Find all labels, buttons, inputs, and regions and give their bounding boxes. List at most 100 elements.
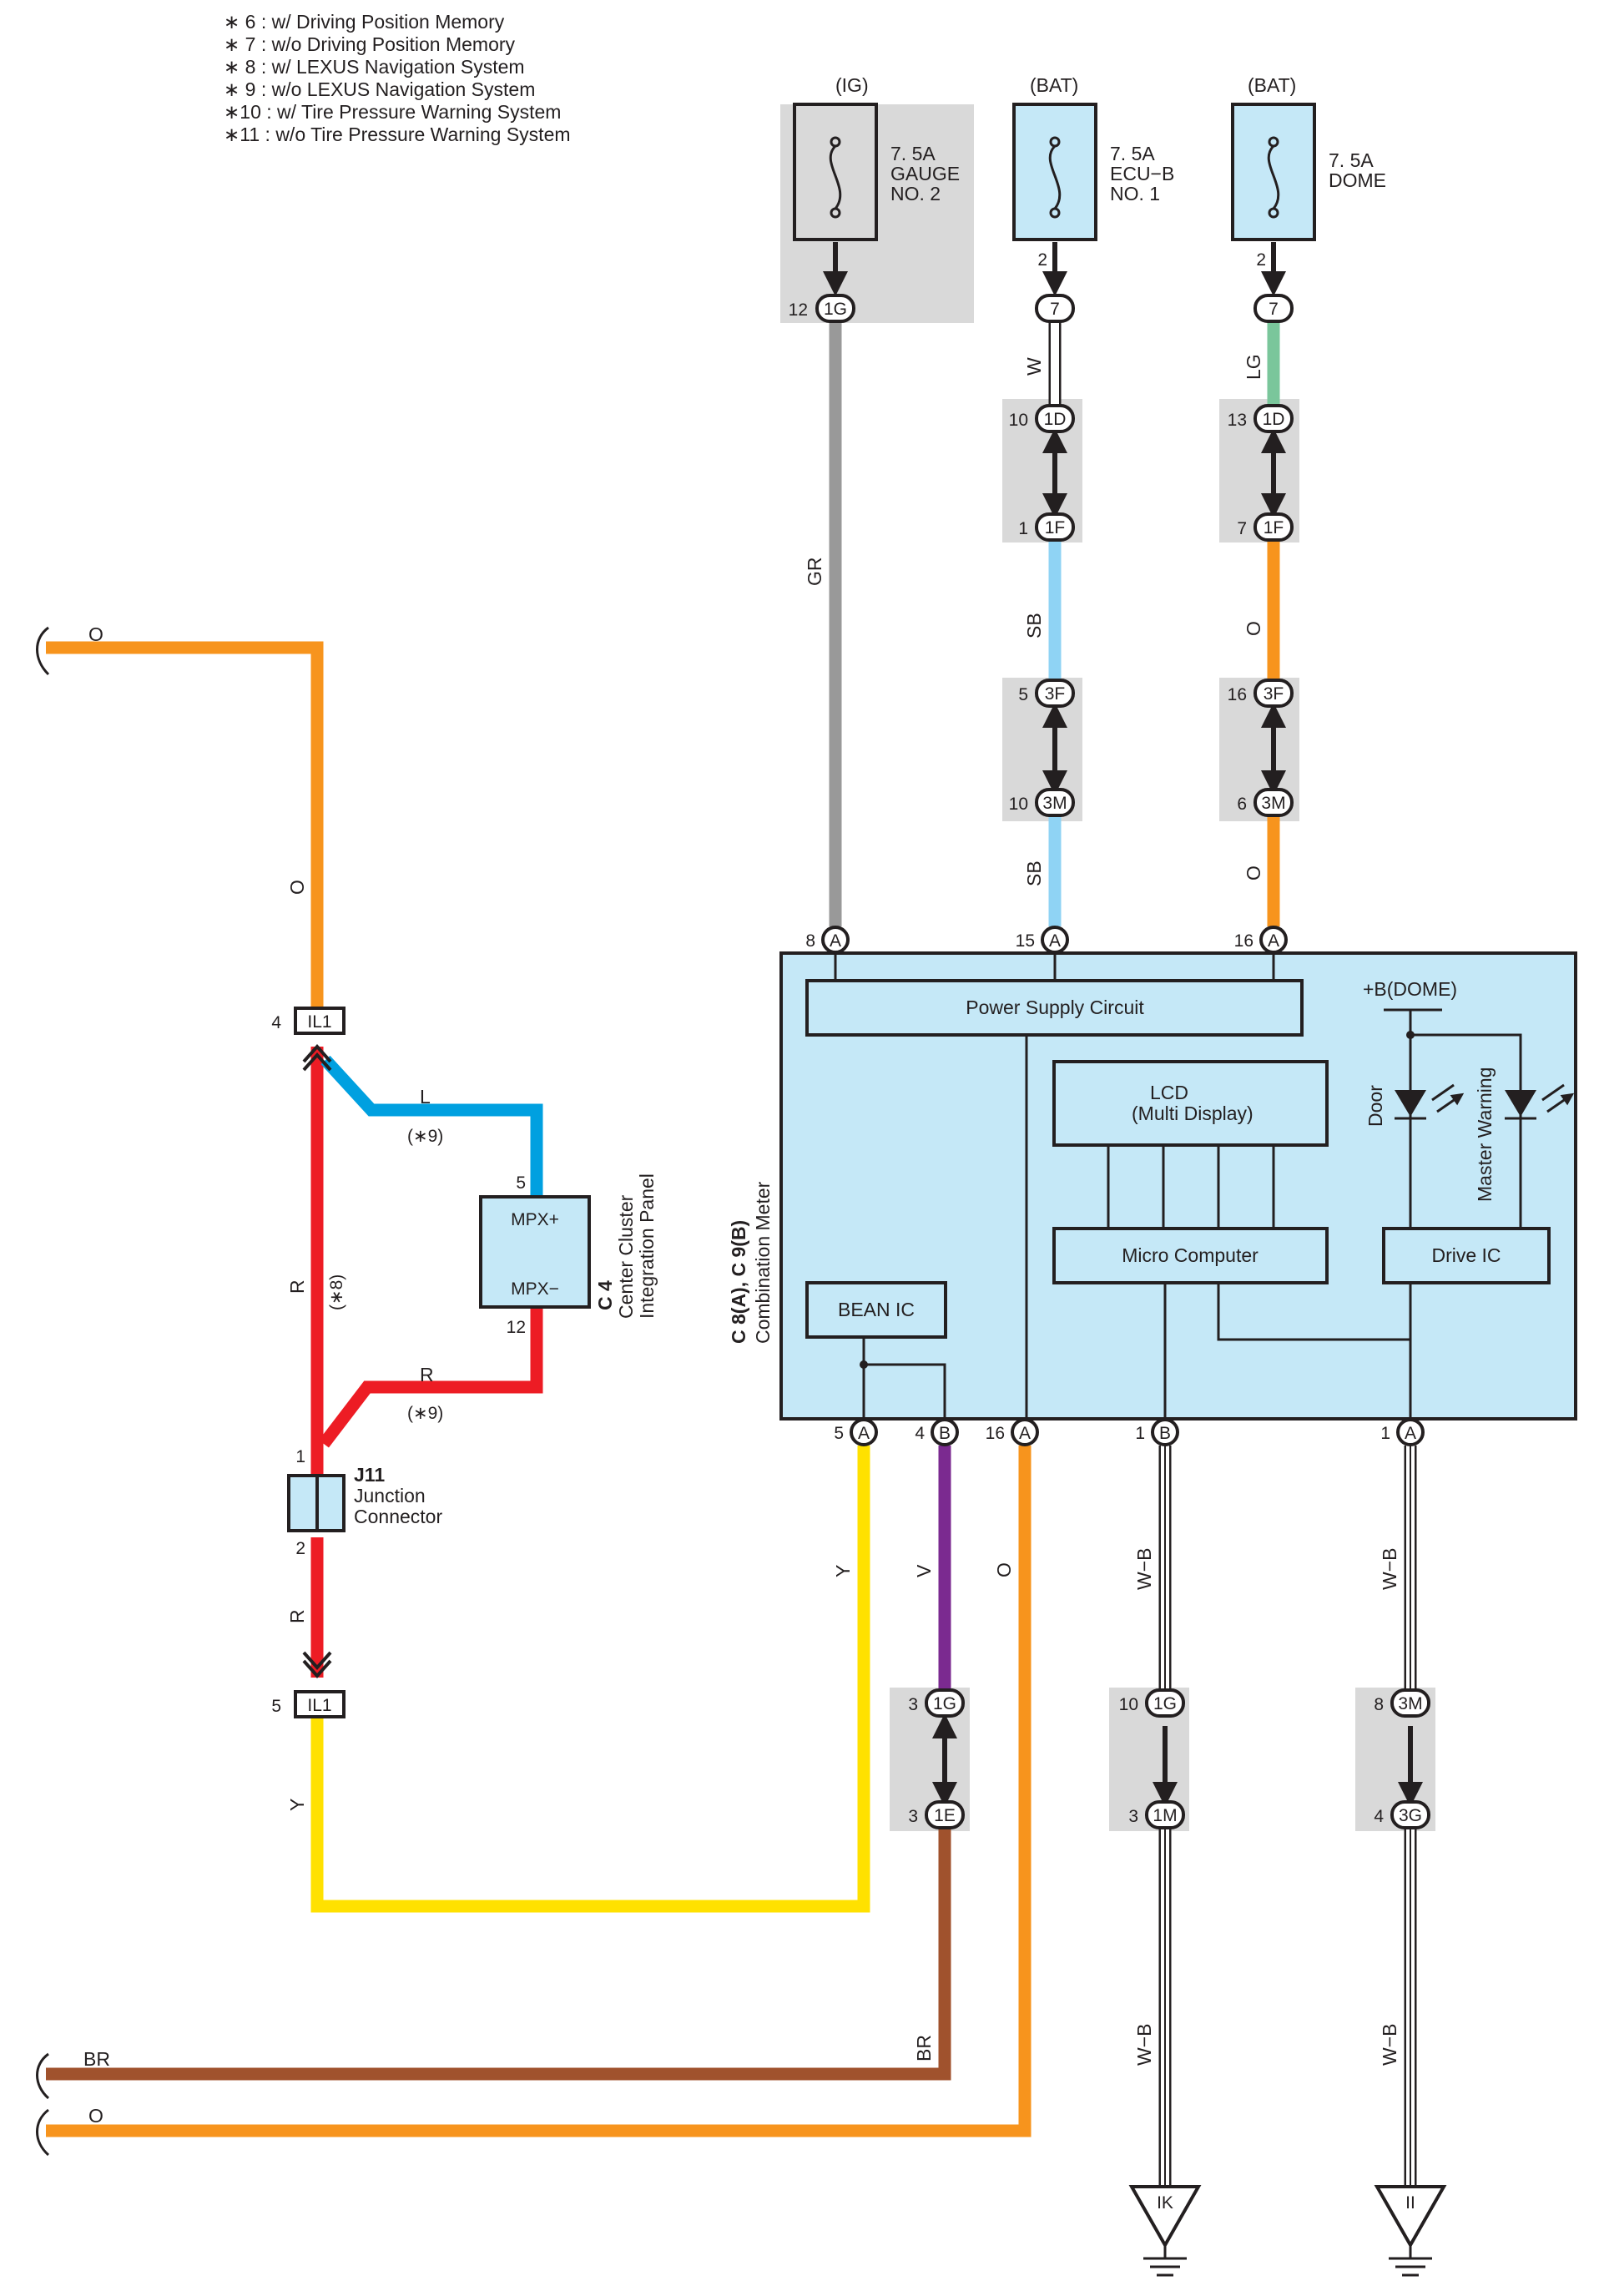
pin-label: 2	[295, 1539, 305, 1558]
pin-connector-a: A	[858, 1424, 870, 1443]
pin-label: 13	[1228, 411, 1247, 430]
connector-3g: 3G	[1399, 1806, 1422, 1825]
c4-center-cluster-panel: MPX+ MPX− 5 12 C 4 Center Cluster Integr…	[479, 1173, 658, 1337]
c4-code: C 4	[594, 1280, 616, 1310]
wire-break-marks	[36, 626, 50, 2157]
wire-label-wb: W−B	[1133, 2024, 1155, 2066]
meter-bottom-pins: A 5 B 4 A 16 B 1 A 1	[834, 1418, 1425, 1446]
wire-label-v: V	[913, 1564, 935, 1577]
pin-label: 5	[834, 1424, 844, 1443]
combination-meter: C 8(A), C 9(B) Combination Meter A 8 A 1…	[728, 926, 1576, 1446]
pin-label: 10	[1009, 411, 1028, 430]
connector-7: 7	[1050, 300, 1060, 319]
pin-label: 2	[1037, 250, 1047, 270]
ground-ii: II	[1374, 2185, 1447, 2277]
c4-name-line1: Center Cluster	[615, 1194, 637, 1319]
fuse-source-bat: (BAT)	[1030, 74, 1078, 96]
meter-name: Combination Meter	[752, 1181, 774, 1344]
wire-label-w: W	[1023, 357, 1045, 376]
micro-computer-box	[1052, 1227, 1329, 1284]
ground-ik: IK	[1128, 2185, 1202, 2277]
pin-label: 1	[1135, 1424, 1145, 1443]
pin-label: 16	[1234, 931, 1253, 951]
note-10: ∗10 : w/ Tire Pressure Warning System	[224, 101, 561, 123]
connector-1e: 1E	[934, 1806, 956, 1825]
ground-label: II	[1405, 2193, 1415, 2213]
connector-3f: 3F	[1045, 684, 1066, 704]
fuse-name: DOME	[1329, 169, 1386, 191]
micro-computer-label: Micro Computer	[1122, 1244, 1259, 1266]
wire-label-wb: W−B	[1379, 1548, 1400, 1590]
il1-connector-top: IL1 4	[271, 1007, 346, 1035]
wire-label-o: O	[993, 1562, 1015, 1577]
fuse-name: ECU−B	[1110, 163, 1174, 184]
connection-arrows	[823, 242, 1423, 1807]
connector-1g: 1G	[824, 300, 847, 319]
pin-connector-a: A	[1049, 931, 1061, 951]
wire-tag-9: (∗9)	[407, 1127, 443, 1146]
pin-connector-a: A	[1019, 1424, 1031, 1443]
fuse-source-ig: (IG)	[835, 74, 869, 96]
connector-1d: 1D	[1044, 410, 1067, 429]
note-6: ∗ 6 : w/ Driving Position Memory	[224, 11, 505, 33]
wire-label-o: O	[1243, 621, 1264, 636]
j11-name-line1: Junction	[354, 1485, 426, 1506]
wire-label-y: Y	[832, 1565, 854, 1577]
pin-connector-a: A	[1405, 1424, 1416, 1443]
mpx-plus-label: MPX+	[511, 1210, 559, 1229]
pin-label: 5	[1018, 685, 1028, 704]
lcd-label: LCD	[1150, 1082, 1188, 1103]
power-supply-label: Power Supply Circuit	[966, 997, 1144, 1018]
wire-label-lg: LG	[1243, 354, 1264, 380]
pin-label: 15	[1016, 931, 1035, 951]
wire-l	[320, 1055, 543, 1195]
pin-label: 12	[789, 300, 808, 320]
note-11: ∗11 : w/o Tire Pressure Warning System	[224, 124, 571, 145]
connector-1f: 1F	[1264, 518, 1284, 537]
pin-label: 16	[1228, 685, 1247, 704]
bean-ic-label: BEAN IC	[838, 1299, 915, 1320]
wire-o-bottom	[46, 1446, 1032, 2137]
pin-label: 4	[271, 1013, 281, 1032]
wire-o-top	[46, 641, 324, 1007]
wire-label-sb: SB	[1023, 860, 1045, 886]
pin-connector-a: A	[830, 931, 841, 951]
dome-supply-label: +B(DOME)	[1363, 978, 1457, 1000]
wire-y	[310, 1446, 870, 1913]
connector-1g: 1G	[933, 1694, 956, 1713]
drive-ic-box	[1382, 1227, 1551, 1284]
master-warning-led	[1505, 1083, 1569, 1120]
fuse-name-2: NO. 1	[1110, 183, 1160, 204]
connector-1g: 1G	[1153, 1694, 1177, 1713]
wire-label-gr: GR	[804, 558, 825, 587]
pin-connector-a: A	[1268, 931, 1279, 951]
wire-label-r: R	[286, 1609, 308, 1623]
connector-3m: 3M	[1261, 794, 1285, 813]
il1-connector-bottom: IL1 5	[271, 1690, 346, 1718]
pin-label: 5	[516, 1173, 526, 1193]
pin-label: 1	[295, 1447, 305, 1466]
pin-label: 3	[1128, 1807, 1138, 1826]
pin-label: 3	[908, 1695, 918, 1714]
wire-label-sb: SB	[1023, 613, 1045, 638]
j11-code: J11	[354, 1464, 385, 1486]
door-led	[1395, 1083, 1459, 1120]
wire-label-r: R	[286, 1279, 308, 1294]
pin-label: 3	[908, 1807, 918, 1826]
pin-label: 1	[1018, 519, 1028, 538]
connector-il1: IL1	[307, 1012, 331, 1032]
pin-label: 8	[1374, 1695, 1384, 1714]
connector-7: 7	[1269, 300, 1279, 319]
fuse-ecu-b-no1: (BAT) 7. 5A ECU−B NO. 1	[1012, 74, 1174, 241]
wire-br	[46, 1828, 951, 2081]
wire-label-o: O	[88, 623, 103, 645]
note-9: ∗ 9 : w/o LEXUS Navigation System	[224, 78, 535, 100]
c4-name-line2: Integration Panel	[636, 1173, 658, 1319]
pin-connector-b: B	[1159, 1424, 1171, 1443]
fuse-source-bat: (BAT)	[1248, 74, 1296, 96]
wire-tag-9: (∗9)	[407, 1404, 443, 1423]
fuse-dome: (BAT) 7. 5A DOME	[1231, 74, 1386, 241]
wire-label-wb: W−B	[1133, 1548, 1155, 1590]
pin-label: 4	[915, 1424, 925, 1443]
